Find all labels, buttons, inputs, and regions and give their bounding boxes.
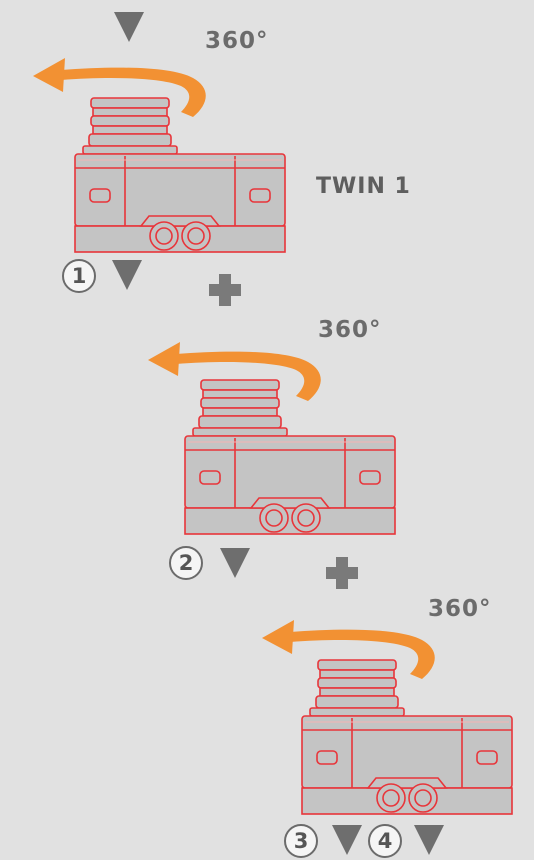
rotation-label-2: 360°	[318, 317, 382, 343]
down-triangle-icon	[332, 825, 362, 855]
step-number-4: 4	[368, 824, 402, 858]
down-triangle-icon	[114, 12, 144, 42]
plus-icon	[209, 274, 241, 306]
down-triangle-icon	[414, 825, 444, 855]
step-number-3: 3	[284, 824, 318, 858]
step-number-1: 1	[62, 259, 96, 293]
unit-label: TWIN 1	[316, 174, 411, 199]
rotation-label-1: 360°	[205, 28, 269, 54]
down-triangle-icon	[220, 548, 250, 578]
connector-housing-icon	[184, 379, 396, 535]
down-triangle-icon	[112, 260, 142, 290]
rotation-label-3: 360°	[428, 596, 492, 622]
connector-housing-icon	[74, 97, 286, 253]
connector-housing-icon	[301, 659, 513, 815]
plus-icon	[326, 557, 358, 589]
step-number-2: 2	[169, 546, 203, 580]
